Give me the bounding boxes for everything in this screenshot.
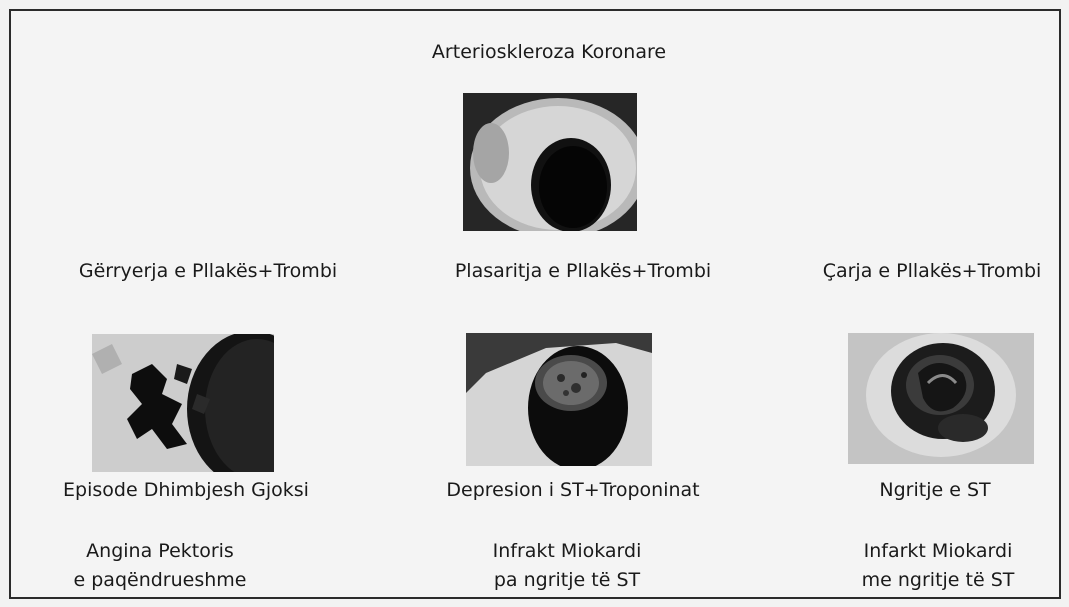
title-text: Arterioskleroza Koronare [432, 40, 666, 64]
artery-cross-section-image [463, 93, 637, 231]
plaque-fissure-image [466, 333, 652, 466]
plaque-rupture-thrombus-icon [848, 333, 1034, 464]
artery-cross-section-icon [463, 93, 637, 231]
plaque-rupture-image [848, 333, 1034, 464]
plaque-fissure-thrombus-icon [466, 333, 652, 466]
plaque-erosion-thrombus-icon [92, 334, 274, 472]
plaque-erosion-image [92, 334, 274, 472]
